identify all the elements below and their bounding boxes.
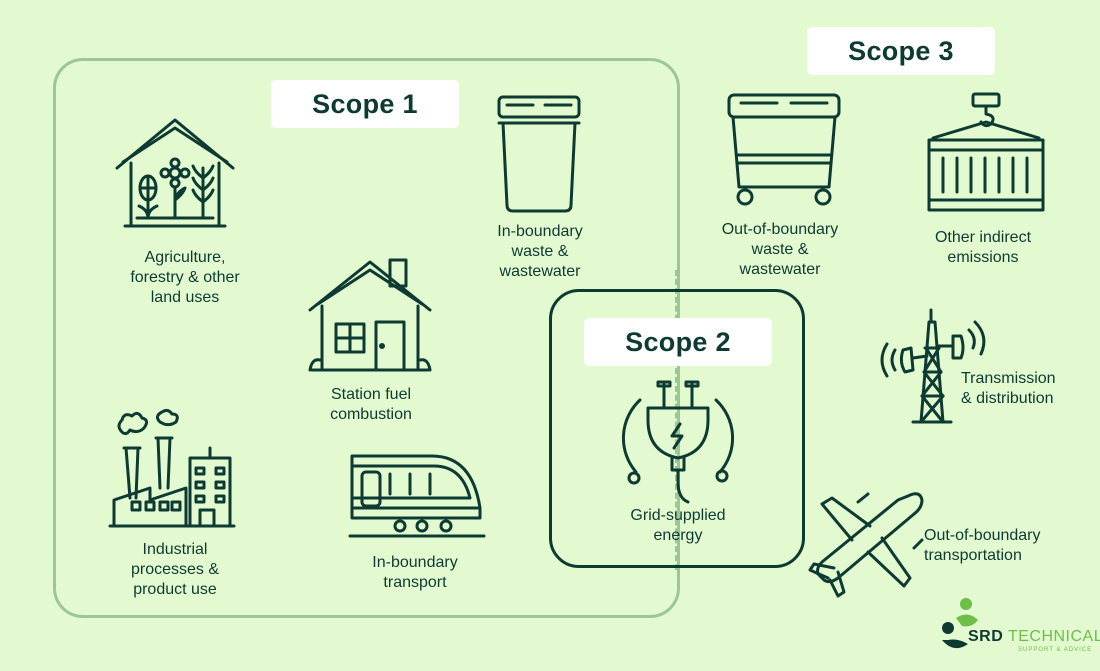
logo-tagline: SUPPORT & ADVICE bbox=[1018, 647, 1093, 653]
station-fuel-label: Station fuel combustion bbox=[330, 386, 412, 423]
transmission-label: Transmission & distribution bbox=[961, 370, 1056, 407]
plug-icon bbox=[618, 380, 738, 505]
scope2-badge: Scope 2 bbox=[584, 318, 772, 366]
airplane-icon bbox=[808, 490, 926, 602]
out-boundary-transport-label: Out-of-boundary transportation bbox=[924, 527, 1041, 564]
transmission-tower-icon bbox=[873, 308, 991, 426]
in-boundary-waste-label: In-boundary waste & wastewater bbox=[497, 223, 583, 280]
agriculture-label: Agriculture, forestry & other land uses bbox=[130, 249, 240, 306]
dumpster-icon bbox=[725, 93, 843, 211]
shipping-container-icon bbox=[925, 92, 1047, 214]
logo-name-srd: SRD bbox=[968, 628, 1004, 645]
logo-name-technical: TECHNICAL bbox=[1007, 628, 1100, 645]
industrial-label: Industrial processes & product use bbox=[130, 541, 220, 598]
scope-divider-line bbox=[675, 270, 678, 570]
waste-bin-icon bbox=[497, 95, 581, 213]
scope3-badge: Scope 3 bbox=[807, 27, 995, 75]
greenhouse-icon bbox=[115, 118, 235, 233]
logo-wordmark: SRD TECHNICAL bbox=[968, 628, 1100, 646]
factory-icon bbox=[110, 408, 235, 530]
in-boundary-transport-label: In-boundary transport bbox=[372, 554, 458, 591]
house-icon bbox=[308, 258, 433, 378]
train-icon bbox=[350, 452, 485, 540]
grid-energy-label: Grid-supplied energy bbox=[630, 507, 726, 544]
other-indirect-label: Other indirect emissions bbox=[934, 229, 1032, 266]
srd-logo-icon bbox=[942, 598, 978, 649]
out-boundary-waste-label: Out-of-boundary waste & wastewater bbox=[721, 221, 839, 278]
scope2-boundary bbox=[549, 289, 805, 568]
scope1-badge: Scope 1 bbox=[271, 80, 459, 128]
